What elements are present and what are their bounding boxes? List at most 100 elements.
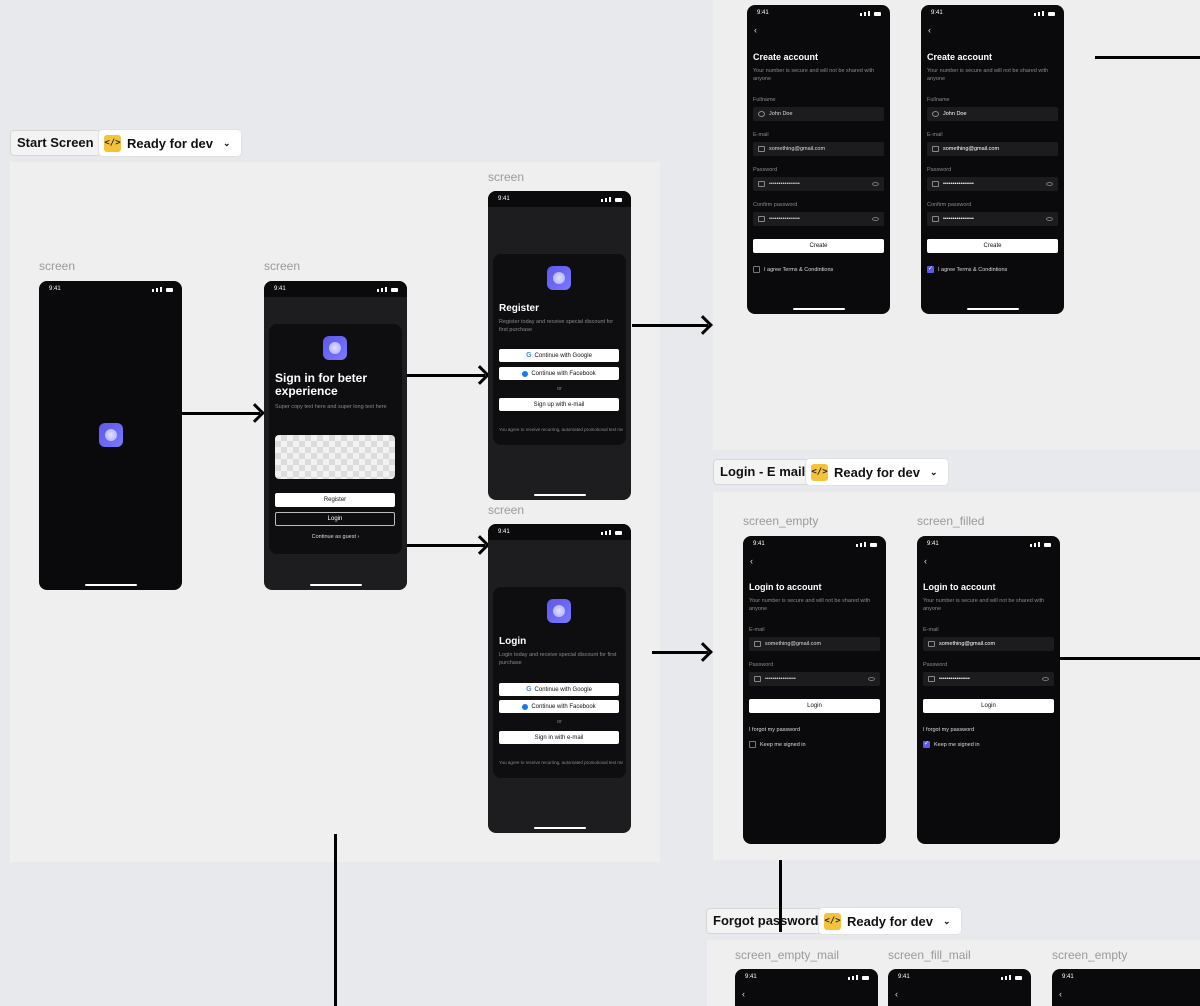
- forgot-password-link[interactable]: I forgot my password: [923, 727, 975, 733]
- status-bar: 9:41: [743, 536, 886, 552]
- connector: [407, 544, 485, 547]
- confirm-password-label: Confirm password: [927, 202, 972, 208]
- back-icon[interactable]: ‹: [928, 25, 931, 35]
- phone-forgot-empty-mail: 9:41 ‹: [735, 969, 878, 1006]
- signup-email-button[interactable]: Sign up with e-mail: [499, 398, 619, 411]
- fullname-value: John Doe: [943, 111, 967, 117]
- status-icons: [1034, 11, 1055, 16]
- back-icon[interactable]: ‹: [1059, 989, 1062, 999]
- connector: [1095, 56, 1200, 59]
- status-time: 9:41: [745, 974, 757, 980]
- phone-create-account-filled: 9:41 ‹ Create account Your number is sec…: [921, 5, 1064, 314]
- eye-icon[interactable]: [1046, 217, 1053, 221]
- email-input[interactable]: something@gmail.com: [753, 142, 884, 156]
- section-label-start[interactable]: Start Screen: [10, 130, 101, 156]
- fullname-input[interactable]: John Doe: [927, 107, 1058, 121]
- register-button[interactable]: Register: [275, 493, 395, 507]
- status-tag-login-email[interactable]: </>Ready for dev⌄: [806, 459, 948, 485]
- password-label: Password: [753, 167, 778, 173]
- confirm-password-input[interactable]: ••••••••••••••••: [927, 212, 1058, 226]
- chevron-down-icon: ⌄: [929, 466, 938, 477]
- status-icons: [377, 287, 398, 292]
- terms-label: I agree Terms & Condintions: [938, 267, 1008, 273]
- status-bar: 9:41: [747, 5, 890, 21]
- chevron-down-icon: ⌄: [942, 915, 951, 926]
- terms-checkbox[interactable]: [927, 265, 934, 273]
- create-button[interactable]: Create: [927, 239, 1058, 253]
- eye-icon[interactable]: [1042, 677, 1049, 681]
- create-title: Create account: [753, 52, 819, 62]
- back-icon[interactable]: ‹: [742, 989, 745, 999]
- section-label-login-email[interactable]: Login - E mail: [713, 459, 813, 485]
- status-icons: [860, 11, 881, 16]
- app-logo-icon: [547, 266, 571, 290]
- frame-label: screen_filled: [917, 514, 985, 528]
- status-bar: 9:41: [888, 969, 1031, 985]
- login-button[interactable]: Login: [923, 699, 1054, 713]
- continue-guest-link[interactable]: Continue as guest ›: [311, 534, 360, 540]
- phone-login-account-empty: 9:41 ‹ Login to account Your number is s…: [743, 536, 886, 844]
- frame-label: screen: [488, 503, 525, 517]
- connector: [334, 834, 337, 1006]
- back-icon[interactable]: ‹: [924, 556, 927, 566]
- email-input[interactable]: something@gmail.com: [923, 637, 1054, 651]
- keep-signed-in-checkbox[interactable]: [749, 741, 756, 748]
- login-account-subtitle: Your number is secure and will not be sh…: [923, 598, 1045, 612]
- keep-signed-in-checkbox[interactable]: [923, 740, 930, 748]
- email-value: something@gmail.com: [769, 146, 826, 152]
- terms-checkbox[interactable]: [753, 266, 760, 273]
- email-value: something@gmail.com: [943, 146, 1000, 152]
- lock-icon: [932, 216, 939, 222]
- section-label-forgot[interactable]: Forgot password: [706, 908, 826, 934]
- phone-login-account-filled: 9:41 ‹ Login to account Your number is s…: [917, 536, 1060, 844]
- status-time: 9:41: [498, 196, 510, 202]
- connector: [1060, 657, 1200, 660]
- login-button[interactable]: Login: [275, 512, 395, 526]
- create-button[interactable]: Create: [753, 239, 884, 253]
- login-button[interactable]: Login: [749, 699, 880, 713]
- frame-label: screen_empty_mail: [735, 948, 840, 962]
- password-input[interactable]: ••••••••••••••••: [923, 672, 1054, 686]
- phone-login-options: 9:41 Login Login today and receive speci…: [488, 524, 631, 833]
- back-icon[interactable]: ‹: [750, 556, 753, 566]
- email-input[interactable]: something@gmail.com: [749, 637, 880, 651]
- eye-icon[interactable]: [1046, 182, 1053, 186]
- mail-icon: [758, 146, 765, 152]
- facebook-icon: [522, 370, 529, 377]
- connector: [182, 412, 260, 415]
- eye-icon[interactable]: [872, 217, 879, 221]
- status-icons: [1001, 975, 1022, 980]
- home-indicator: [966, 308, 1019, 310]
- password-input[interactable]: ••••••••••••••••: [749, 672, 880, 686]
- eye-icon[interactable]: [872, 182, 879, 186]
- forgot-password-link[interactable]: I forgot my password: [749, 727, 801, 733]
- confirm-password-input[interactable]: ••••••••••••••••: [753, 212, 884, 226]
- status-tag-forgot[interactable]: </>Ready for dev⌄: [819, 908, 961, 934]
- fullname-input[interactable]: John Doe: [753, 107, 884, 121]
- back-icon[interactable]: ‹: [754, 25, 757, 35]
- or-divider: or: [557, 719, 562, 725]
- connector: [779, 860, 782, 932]
- continue-facebook-button[interactable]: Continue with Facebook: [499, 700, 619, 713]
- email-input[interactable]: something@gmail.com: [927, 142, 1058, 156]
- eye-icon[interactable]: [868, 677, 875, 681]
- status-text: Ready for dev: [847, 913, 933, 929]
- home-indicator: [84, 584, 137, 586]
- app-logo-icon: [323, 336, 347, 360]
- password-input[interactable]: ••••••••••••••••: [753, 177, 884, 191]
- continue-facebook-button[interactable]: Continue with Facebook: [499, 367, 619, 380]
- frame-label: screen_empty: [743, 514, 819, 528]
- status-tag-start[interactable]: </>Ready for dev⌄: [99, 130, 241, 156]
- email-value: something@gmail.com: [939, 641, 996, 647]
- arrow-head: [693, 315, 713, 335]
- login-card: Login Login today and receive special di…: [493, 587, 626, 778]
- password-input[interactable]: ••••••••••••••••: [927, 177, 1058, 191]
- login-title: Login: [499, 636, 527, 647]
- signin-email-button[interactable]: Sign in with e-mail: [499, 731, 619, 744]
- password-value: ••••••••••••••••: [765, 676, 796, 682]
- back-icon[interactable]: ‹: [895, 989, 898, 999]
- code-icon: </>: [811, 463, 828, 481]
- mail-icon: [928, 641, 935, 647]
